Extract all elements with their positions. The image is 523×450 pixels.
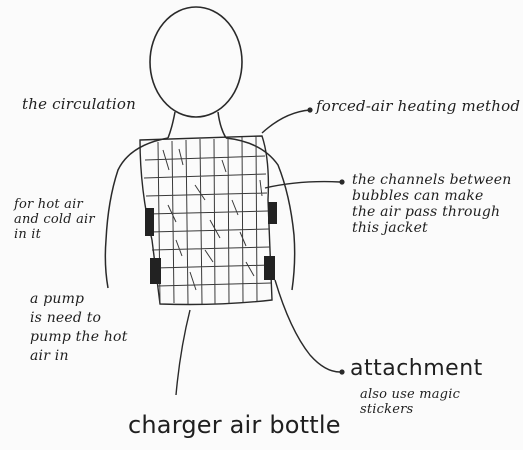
left-lower-strap [150, 258, 161, 284]
arrow-forced-air-head [307, 107, 312, 112]
left-upper-strap [145, 208, 154, 236]
label-magic-stickers: also use magic stickers [360, 388, 460, 418]
arrow-forced-air [262, 110, 310, 133]
arrow-channels [265, 182, 340, 188]
arrow-channels-head [339, 179, 344, 184]
right-lower-strap [264, 256, 275, 280]
arrow-attachment-head [339, 369, 344, 374]
label-forced-air: forced-air heating method [316, 98, 520, 115]
label-hot-cold: for hot air and cold air in it [14, 198, 95, 243]
label-circulation: the circulation [22, 96, 136, 113]
label-charger: charger air bottle [128, 412, 341, 440]
right-upper-strap [268, 202, 277, 224]
label-attachment: attachment [350, 356, 483, 381]
line-charger [176, 310, 190, 395]
neck-outline [168, 112, 226, 138]
label-channels: the channels between bubbles can make th… [352, 172, 511, 236]
bubble-grid [144, 137, 271, 304]
label-pump: a pump is need to pump the hot air in [30, 290, 128, 366]
head-outline [150, 7, 242, 117]
arrow-attachment [275, 280, 340, 372]
right-arm-outline [226, 138, 295, 290]
